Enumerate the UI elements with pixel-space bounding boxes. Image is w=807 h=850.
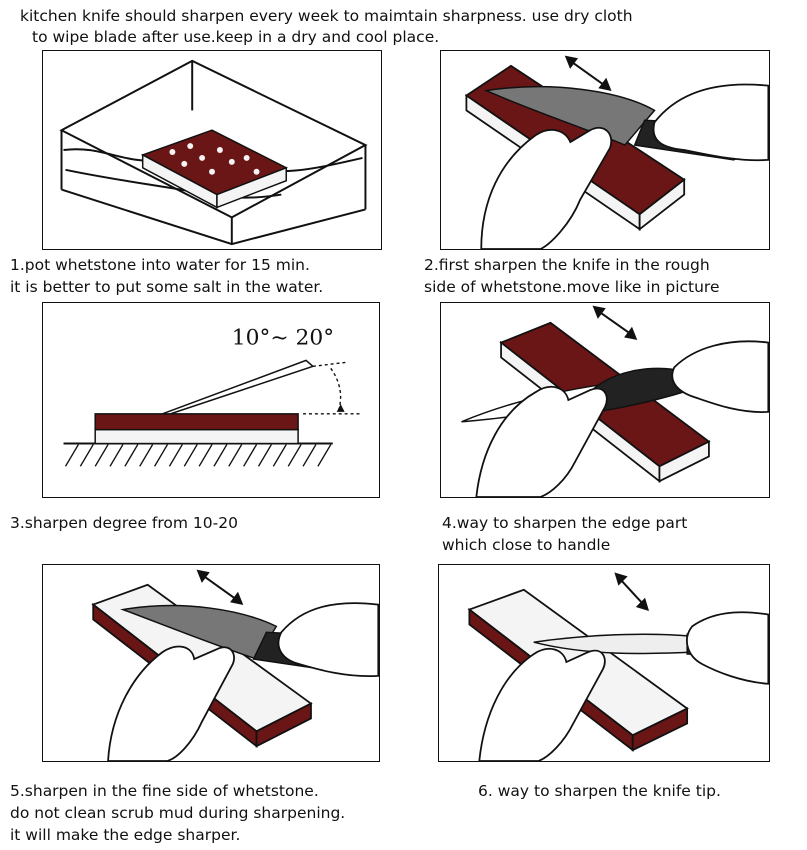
angle-label: 10°~ 20° [232, 326, 334, 351]
step-1-caption-line-1: 1.pot whetstone into water for 15 min. [10, 256, 310, 274]
step-2-caption: 2.first sharpen the knife in the rough s… [424, 254, 720, 298]
step-6-image [438, 564, 770, 762]
step-1-caption: 1.pot whetstone into water for 15 min. i… [10, 254, 323, 298]
step-3-caption-line-1: 3.sharpen degree from 10-20 [10, 514, 238, 532]
hand-knife-stone-illustration [91, 569, 379, 761]
step-3-image: 10°~ 20° [42, 302, 380, 498]
step-5-caption: 5.sharpen in the fine side of whetstone.… [10, 780, 345, 846]
step-5-image [42, 564, 380, 762]
hand-knife-stone-illustration [461, 305, 769, 497]
step-6-caption-line-1: 6. way to sharpen the knife tip. [478, 782, 721, 800]
step-5-caption-line-2: do not clean scrub mud during sharpening… [10, 804, 346, 822]
step-4-caption-line-1: 4.way to sharpen the edge part [442, 514, 688, 532]
intro-text: kitchen knife should sharpen every week … [20, 6, 800, 48]
step-2-image [440, 50, 770, 250]
step-3-caption: 3.sharpen degree from 10-20 [10, 512, 238, 534]
hand-knife-stone-illustration [467, 572, 769, 761]
step-4-caption: 4.way to sharpen the edge part which clo… [442, 512, 687, 556]
step-1-caption-line-2: it is better to put some salt in the wat… [10, 278, 324, 296]
angle-diagram-illustration: 10°~ 20° [63, 326, 363, 467]
intro-line-1: kitchen knife should sharpen every week … [20, 7, 633, 25]
step-5-caption-line-1: 5.sharpen in the fine side of whetstone. [10, 782, 319, 800]
step-1-image [42, 50, 382, 250]
step-5-caption-line-3: it will make the edge sharper. [10, 826, 241, 844]
step-6-caption: 6. way to sharpen the knife tip. [478, 780, 721, 802]
water-tub-illustration [59, 59, 368, 246]
step-4-caption-line-2: which close to handle [442, 536, 611, 554]
step-2-caption-line-2: side of whetstone.move like in picture [424, 278, 720, 296]
step-2-caption-line-1: 2.first sharpen the knife in the rough [424, 256, 710, 274]
hand-knife-stone-illustration [464, 55, 769, 249]
step-4-image [440, 302, 770, 498]
intro-line-2: to wipe blade after use.keep in a dry an… [32, 28, 440, 46]
